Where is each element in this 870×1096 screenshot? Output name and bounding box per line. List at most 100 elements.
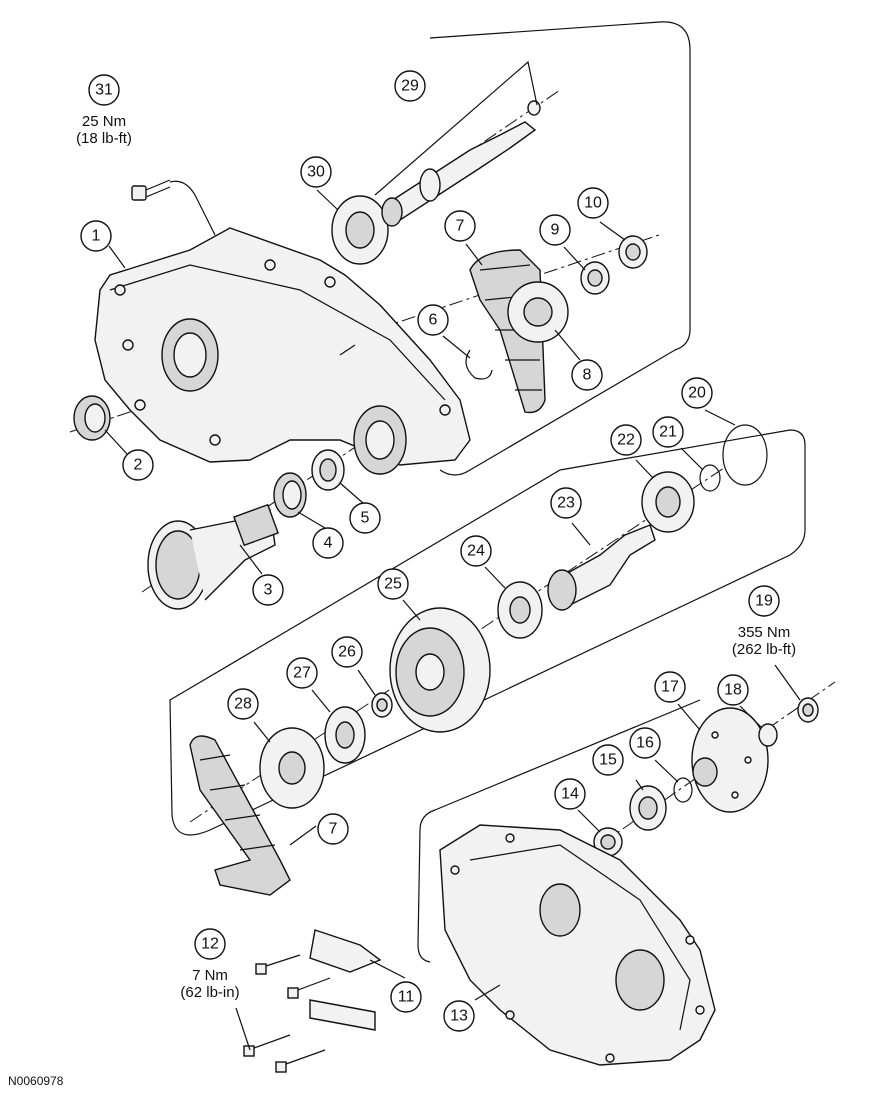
group-outline-middle [169,429,806,836]
torque-19-imperial: (262 lb-ft) [731,641,797,658]
svg-text:11: 11 [398,989,415,1006]
svg-text:23: 23 [557,495,575,512]
callout-25: 25 [377,568,409,600]
svg-text:10: 10 [584,195,602,212]
bearing-5 [311,449,345,491]
snap-ring-6 [465,349,493,380]
callout-14: 14 [554,778,586,810]
output-flange-17 [691,707,769,813]
bearing-10 [618,235,648,269]
svg-text:15: 15 [599,752,617,769]
shield-and-bolts-11 [243,929,382,1073]
seal-4 [273,472,307,518]
callout-26: 26 [331,636,363,668]
gear-27 [324,706,366,764]
callout-1: 1 [80,220,112,252]
callout-6: 6 [417,304,449,336]
bearing-15 [629,785,667,831]
callout-8: 8 [571,359,603,391]
callout-3: 3 [252,574,284,606]
callout-22: 22 [610,424,642,456]
callout-19: 19 [748,585,780,617]
svg-text:12: 12 [201,936,219,953]
svg-text:2: 2 [134,457,143,474]
svg-text:3: 3 [264,582,273,599]
svg-text:17: 17 [661,679,679,696]
callout-20: 20 [681,377,713,409]
svg-text:6: 6 [429,312,438,329]
washer-26 [371,692,393,718]
svg-text:14: 14 [561,786,579,803]
callout-23: 23 [550,487,582,519]
svg-text:9: 9 [551,222,560,239]
bearing-22 [641,471,695,533]
svg-text:19: 19 [755,593,773,610]
svg-text:24: 24 [467,543,485,560]
washer-18 [758,723,778,747]
svg-text:31: 31 [95,82,113,99]
sprocket-8 [507,281,569,343]
torque-spec-19: 355 Nm (262 lb-ft) [709,624,819,658]
callout-24: 24 [460,535,492,567]
leader-lines [104,189,801,1051]
snap-ring-21 [699,464,721,492]
svg-text:8: 8 [583,367,592,384]
callout-12: 12 [194,928,226,960]
sprocket-28 [259,727,325,809]
svg-text:5: 5 [361,510,370,527]
svg-text:25: 25 [384,576,402,593]
torque-31-imperial: (18 lb-ft) [76,130,132,147]
seal-2 [73,395,111,441]
svg-text:22: 22 [617,432,635,449]
torque-12-metric: 7 Nm [192,967,228,984]
svg-text:30: 30 [307,164,325,181]
seal-14 [593,827,623,857]
rear-shaft-23 [547,524,656,611]
callout-7-lower: 7 [317,813,349,845]
drive-chain-7-lower [189,735,291,896]
shaft-29 [374,60,541,227]
planetary-carrier-25 [389,607,491,733]
rear-case-13 [439,824,716,1066]
bolt-31 [131,179,216,236]
callout-13: 13 [443,1000,475,1032]
torque-spec-31: 25 Nm (18 lb-ft) [49,113,159,147]
torque-spec-12: 7 Nm (62 lb-in) [155,967,265,1001]
callout-7-upper: 7 [444,210,476,242]
callout-16: 16 [629,727,661,759]
bearing-30 [331,195,389,265]
torque-19-metric: 355 Nm [737,624,791,641]
svg-text:7: 7 [329,821,338,838]
callout-15: 15 [592,744,624,776]
svg-text:26: 26 [338,644,356,661]
bushing-9 [580,261,610,295]
callout-5: 5 [349,502,381,534]
callout-30: 30 [300,156,332,188]
callout-29: 29 [394,70,426,102]
group-outline-lower [417,699,701,963]
callout-10: 10 [577,187,609,219]
torque-31-metric: 25 Nm [81,113,127,130]
callout-27: 27 [286,657,318,689]
callout-17: 17 [654,671,686,703]
callout-11: 11 [390,981,422,1013]
gear-24 [497,581,543,639]
nut-19 [797,697,819,723]
svg-text:28: 28 [234,696,252,713]
svg-text:1: 1 [92,228,101,245]
callout-18: 18 [717,674,749,706]
callout-28: 28 [227,688,259,720]
callout-4: 4 [312,527,344,559]
svg-text:21: 21 [659,424,677,441]
svg-text:29: 29 [401,78,419,95]
group-outline-upper [429,21,691,476]
svg-text:4: 4 [324,535,333,552]
figure-reference-code: N0060978 [8,1074,64,1088]
snap-ring-16 [673,777,693,803]
callout-21: 21 [652,416,684,448]
front-case-housing-1 [94,227,471,475]
svg-text:18: 18 [724,682,742,699]
callout-2: 2 [122,449,154,481]
svg-text:20: 20 [688,385,706,402]
